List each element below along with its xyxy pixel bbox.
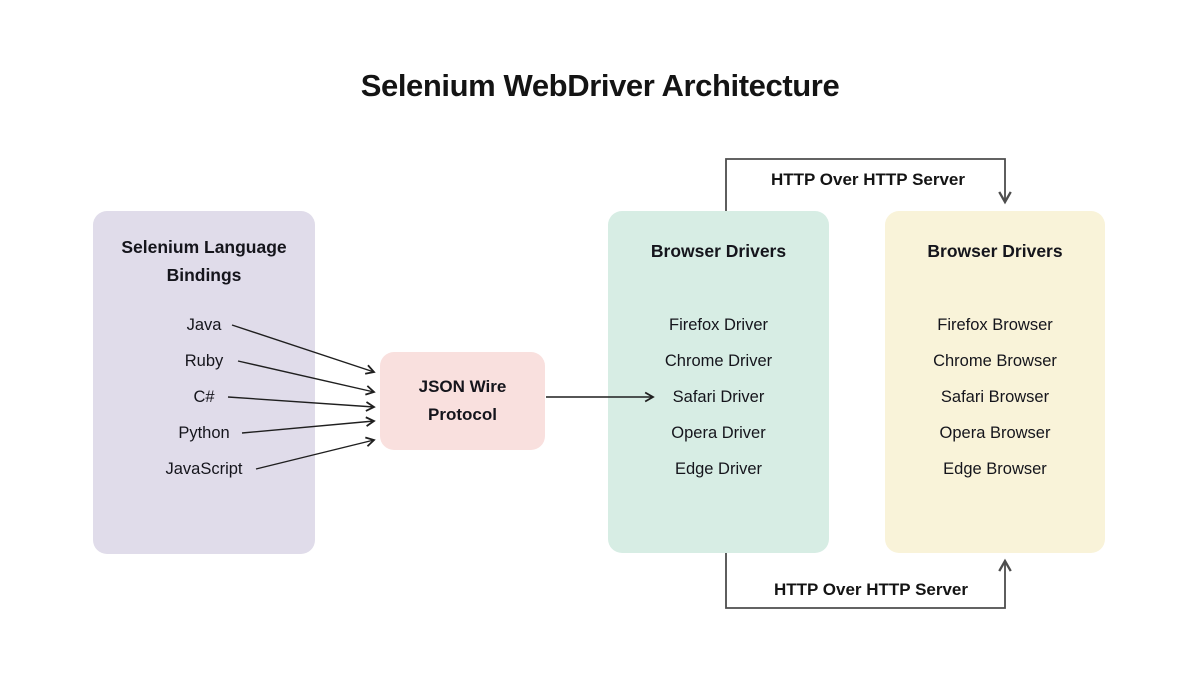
- bindings-box-title-line2: Bindings: [166, 265, 242, 285]
- selenium-language-bindings-box: Selenium Language Bindings Java Ruby C# …: [93, 211, 315, 554]
- protocol-title-line2: Protocol: [428, 405, 497, 424]
- list-item-java: Java: [186, 316, 222, 334]
- bindings-item-list: Java Ruby C# Python JavaScript: [93, 307, 315, 487]
- browsers-box-title: Browser Drivers: [927, 241, 1063, 261]
- drivers-item-list: Firefox Driver Chrome Driver Safari Driv…: [608, 307, 829, 487]
- list-item-chrome-driver: Chrome Driver: [664, 352, 773, 370]
- page-title: Selenium WebDriver Architecture: [360, 68, 840, 103]
- list-item-ruby: Ruby: [184, 352, 224, 370]
- bindings-box-title-line1: Selenium Language: [121, 237, 287, 257]
- list-item-opera-driver: Opera Driver: [671, 424, 766, 442]
- top-connector-label: HTTP Over HTTP Server: [770, 170, 966, 189]
- bindings-box-title: Selenium Language Bindings: [93, 233, 315, 289]
- protocol-title-line1: JSON Wire: [418, 377, 507, 396]
- browser-drivers-box: Browser Drivers Firefox Driver Chrome Dr…: [608, 211, 829, 553]
- list-item-firefox-browser: Firefox Browser: [937, 316, 1053, 334]
- list-item-edge-browser: Edge Browser: [943, 460, 1047, 478]
- json-wire-protocol-box: JSON Wire Protocol: [380, 352, 545, 450]
- list-item-opera-browser: Opera Browser: [939, 424, 1051, 442]
- list-item-safari-browser: Safari Browser: [940, 388, 1050, 406]
- list-item-csharp: C#: [193, 388, 215, 406]
- list-item-javascript: JavaScript: [165, 460, 243, 478]
- drivers-box-title: Browser Drivers: [650, 241, 787, 261]
- list-item-safari-driver: Safari Driver: [672, 388, 765, 406]
- list-item-edge-driver: Edge Driver: [674, 460, 763, 478]
- bottom-connector-label: HTTP Over HTTP Server: [773, 580, 969, 599]
- list-item-chrome-browser: Chrome Browser: [933, 352, 1057, 370]
- browsers-item-list: Firefox Browser Chrome Browser Safari Br…: [885, 307, 1105, 487]
- list-item-firefox-driver: Firefox Driver: [668, 316, 768, 334]
- list-item-python: Python: [178, 424, 230, 442]
- browsers-box: Browser Drivers Firefox Browser Chrome B…: [885, 211, 1105, 553]
